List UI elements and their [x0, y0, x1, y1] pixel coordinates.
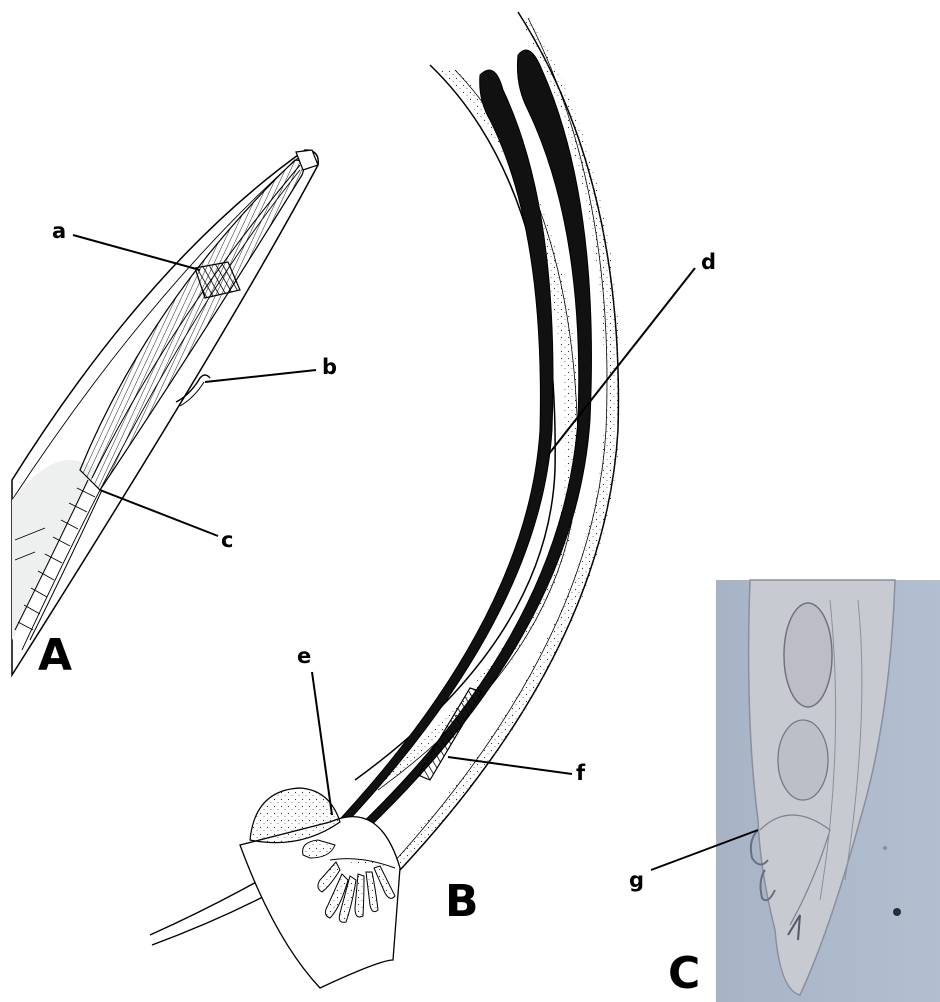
label-e: e [297, 644, 311, 668]
label-d: d [701, 250, 716, 274]
panel-label-c: C [668, 948, 700, 999]
panel-c-micrograph [716, 580, 940, 1002]
label-g: g [629, 868, 644, 892]
leader-b [205, 370, 316, 382]
label-c: c [221, 528, 233, 552]
label-b: b [322, 355, 337, 379]
label-a: a [52, 219, 66, 243]
panel-label-b: B [445, 876, 479, 927]
leader-a [73, 235, 200, 270]
leader-c [100, 490, 218, 536]
panel-b-drawing [150, 12, 621, 988]
panel-label-a: A [38, 630, 72, 681]
label-f: f [576, 761, 586, 785]
